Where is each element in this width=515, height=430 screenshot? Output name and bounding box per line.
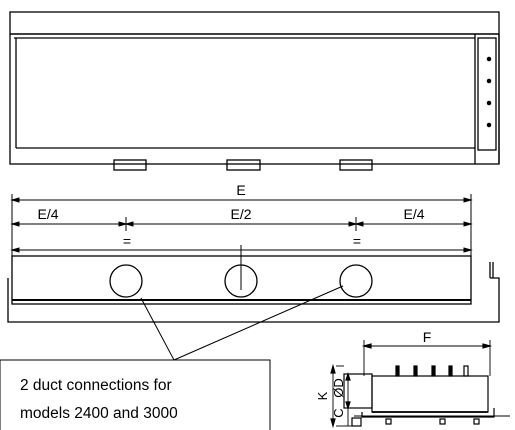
callout-line-1: 2 duct connections for bbox=[20, 377, 172, 394]
equal-mark-left: = bbox=[123, 233, 131, 249]
dim-label-od: ØD bbox=[331, 378, 346, 398]
dimension-lines bbox=[10, 194, 473, 290]
duct-connection-right bbox=[339, 264, 373, 298]
dim-label-f: F bbox=[423, 329, 432, 345]
dim-label-c: C bbox=[331, 408, 346, 417]
front-view bbox=[9, 11, 500, 171]
screw-dot bbox=[486, 56, 492, 62]
callout-line-2: models 2400 and 3000 bbox=[20, 405, 178, 422]
end-section-view bbox=[330, 340, 510, 429]
screw-dot bbox=[486, 78, 492, 84]
equal-mark-right: = bbox=[353, 233, 361, 249]
dim-label-e: E bbox=[236, 182, 245, 198]
callout-box bbox=[0, 359, 271, 430]
section-body bbox=[371, 375, 489, 413]
dim-label-e-quarter-left: E/4 bbox=[37, 206, 58, 222]
foot-center bbox=[226, 159, 261, 171]
dim-label-e-half: E/2 bbox=[230, 206, 251, 222]
duct-connection-left bbox=[109, 264, 143, 298]
screw-dot bbox=[486, 122, 492, 128]
screw-dot bbox=[486, 100, 492, 106]
dim-label-e-quarter-right: E/4 bbox=[403, 206, 424, 222]
dim-label-k: K bbox=[315, 391, 330, 400]
rear-view bbox=[7, 255, 500, 323]
rear-view-body bbox=[11, 255, 472, 305]
foot-right bbox=[339, 159, 373, 171]
side-control-panel bbox=[477, 37, 497, 151]
foot-left bbox=[113, 159, 147, 171]
duct-connection-center bbox=[224, 264, 258, 298]
section-duct-stub bbox=[343, 373, 373, 409]
callout-leaders bbox=[140, 285, 344, 361]
